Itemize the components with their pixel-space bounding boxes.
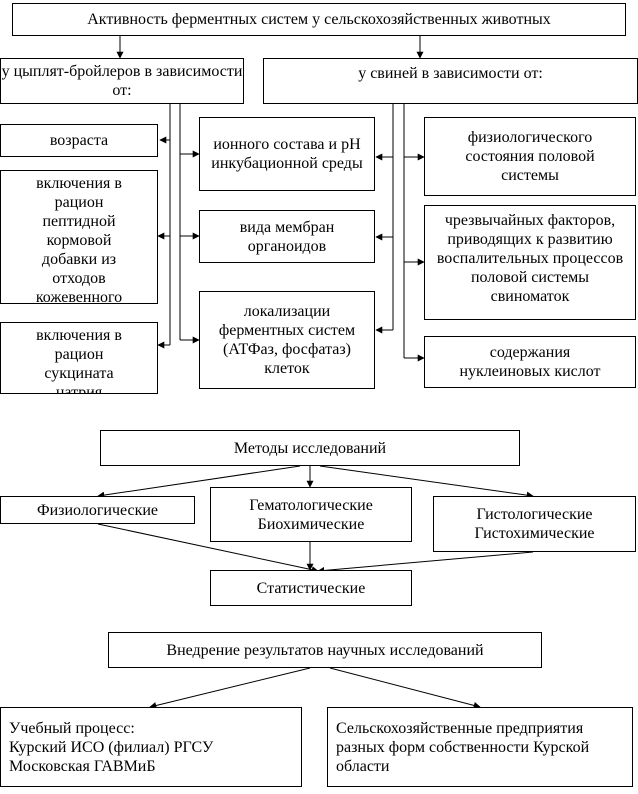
pigs-box: у свиней в зависимости от: <box>263 58 638 104</box>
hemato-box: Гематологические Биохимические <box>210 487 412 542</box>
broilers-text: у цыплят-бройлеров в зависимости от: <box>1 63 243 99</box>
broilers-box: у цыплят-бройлеров в зависимости от: <box>0 58 244 104</box>
arrow-methods-to-physio <box>97 465 301 499</box>
nucleic-box: содержания нуклеиновых кислот <box>424 336 636 388</box>
histo-line1: Гистологические <box>476 506 593 523</box>
age-text: возраста <box>49 132 109 149</box>
education-line2: Курский ИСО (филиал) РГСУ <box>9 738 214 756</box>
age-box: возраста <box>0 124 158 157</box>
histo-box: Гистологические Гистохимические <box>433 496 636 552</box>
title-box: Активность ферментных систем у сельскохо… <box>12 3 626 36</box>
physiological-box: физиологического состояния половой систе… <box>424 117 636 196</box>
hemato-line1: Гематологические <box>249 496 373 514</box>
extreme-text: чрезвычайных факторов, приводящих к разв… <box>436 212 624 305</box>
arrow-histo-to-stat <box>317 551 534 574</box>
succinate-text: включения в рацион сукцината натрия <box>36 327 122 394</box>
arrow-methods-to-histo <box>319 465 534 499</box>
statistical-text: Статистические <box>256 579 366 597</box>
enterprises-box: Сельскохозяйственные предприятия разных … <box>327 707 633 787</box>
arrow-physio-to-stat <box>97 523 319 574</box>
pigs-text: у свиней в зависимости от: <box>358 65 543 82</box>
methods-box: Методы исследований <box>100 430 520 466</box>
arrow-impl-to-enterprises <box>329 667 481 709</box>
education-line3: Московская ГАВМиБ <box>9 757 156 775</box>
peptide-box: включения в рацион пептидной кормовой до… <box>0 170 158 304</box>
arrow-impl-to-education <box>149 667 311 709</box>
membranes-box: вида мембран органоидов <box>199 210 375 263</box>
statistical-box: Статистические <box>210 570 412 606</box>
extreme-box: чрезвычайных факторов, приводящих к разв… <box>424 205 636 320</box>
physio-text: Физиологические <box>36 501 159 519</box>
ionic-text: ионного состава и рН инкубационной среды <box>211 136 363 172</box>
physio-box: Физиологические <box>0 496 195 524</box>
nucleic-text: содержания нуклеиновых кислот <box>459 344 601 380</box>
histo-line2: Гистохимические <box>474 525 595 542</box>
education-line1: Учебный процесс: <box>9 719 135 737</box>
education-box: Учебный процесс: Курский ИСО (филиал) РГ… <box>0 707 302 787</box>
succinate-box: включения в рацион сукцината натрия <box>0 322 158 394</box>
enterprises-text: Сельскохозяйственные предприятия разных … <box>336 719 590 775</box>
peptide-text: включения в рацион пептидной кормовой до… <box>35 175 123 304</box>
localization-box: локализации ферментных систем (АТФаз, фо… <box>199 291 375 389</box>
localization-text: локализации ферментных систем (АТФаз, фо… <box>218 303 356 377</box>
title-text: Активность ферментных систем у сельскохо… <box>87 11 551 28</box>
methods-title: Методы исследований <box>233 439 387 457</box>
ionic-box: ионного состава и рН инкубационной среды <box>199 117 375 191</box>
physiological-text: физиологического состояния половой систе… <box>465 129 595 184</box>
implementation-title: Внедрение результатов научных исследован… <box>166 641 484 659</box>
hemato-line2: Биохимические <box>257 515 365 533</box>
implementation-box: Внедрение результатов научных исследован… <box>108 632 542 668</box>
membranes-text: вида мембран органоидов <box>239 218 335 255</box>
